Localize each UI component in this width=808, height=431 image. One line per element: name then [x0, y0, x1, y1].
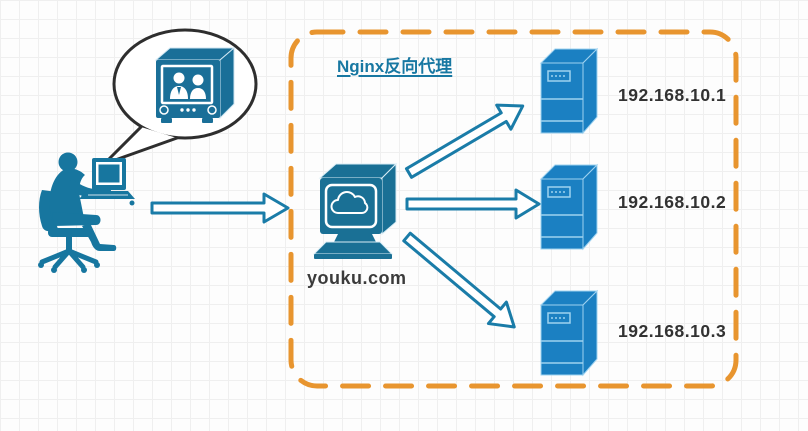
chair-seat [48, 228, 92, 237]
proxy-to-server3-arrow [402, 231, 516, 329]
proxy-to-server1-arrow [404, 103, 525, 179]
server-ip-label-2: 192.168.10.2 [618, 192, 727, 212]
laptop-icon [79, 158, 135, 206]
user-torso [49, 168, 85, 220]
cloud-icon [330, 191, 369, 214]
server-icon-1 [540, 48, 598, 134]
server-icon-2 [540, 164, 598, 250]
user-at-laptop-icon [38, 152, 135, 273]
proxy-domain-label: youku.com [307, 268, 407, 288]
server-ip-label-3: 192.168.10.3 [618, 321, 727, 341]
chair-star-base [39, 248, 99, 270]
server-ip-label-1: 192.168.10.1 [618, 85, 727, 105]
user-head [58, 152, 78, 172]
tv-broadcast-icon [154, 46, 236, 123]
speech-bubble [102, 28, 258, 166]
user-leg [82, 223, 117, 251]
client-to-proxy-arrow [150, 192, 290, 224]
nginx-boundary-box [288, 29, 739, 389]
proxy-to-server2-arrow [405, 188, 541, 220]
proxy-computer-icon [312, 162, 398, 259]
nginx-title: Nginx反向代理 [337, 57, 453, 76]
server-icon-3 [540, 290, 598, 376]
